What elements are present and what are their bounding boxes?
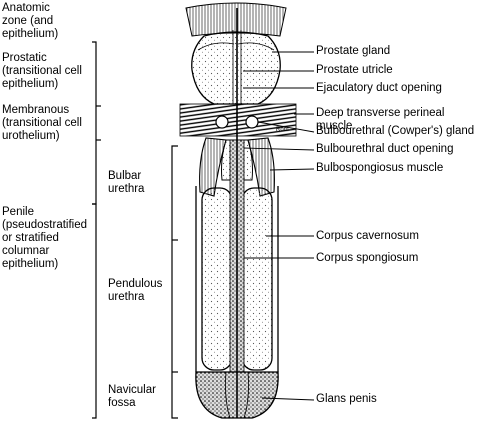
prostate-gland-shape bbox=[191, 31, 281, 105]
label-anatomic-zone: Anatomic zone (and epithelium) bbox=[2, 2, 59, 40]
label-glans-penis: Glans penis bbox=[316, 393, 377, 405]
urethra-lumen bbox=[232, 8, 242, 418]
label-bulbourethral-duct-opening: Bulbourethral duct opening bbox=[316, 143, 454, 155]
label-penile-zone: Penile (pseudostratified or stratified c… bbox=[2, 206, 88, 270]
label-navicular-fossa: Navicular fossa bbox=[108, 384, 156, 409]
shaft-outline bbox=[195, 186, 279, 372]
label-prostatic-zone: Prostatic (transitional cell epithelium) bbox=[2, 52, 82, 90]
bladder-neck bbox=[185, 2, 287, 37]
corpus-cavernosum-shape bbox=[201, 187, 273, 371]
label-prostate-gland: Prostate gland bbox=[316, 45, 391, 57]
label-ejaculatory-duct-opening: Ejaculatory duct opening bbox=[316, 82, 442, 94]
label-deep-transverse-perineal-muscle: Deep transverse perineal muscle bbox=[316, 107, 445, 132]
deep-transverse-perineal-muscle-shape: Rom bbox=[179, 103, 297, 137]
label-corpus-cavernosum: Corpus cavernosum bbox=[316, 230, 419, 242]
label-corpus-spongiosum: Corpus spongiosum bbox=[316, 252, 419, 264]
label-prostate-utricle: Prostate utricle bbox=[316, 64, 393, 76]
artist-signature: Rom bbox=[276, 127, 289, 133]
label-bulbar-urethra: Bulbar urethra bbox=[108, 170, 145, 195]
label-membranous-zone: Membranous (transitional cell urothelium… bbox=[2, 104, 82, 142]
zone-brackets bbox=[92, 41, 178, 419]
label-bulbospongiosus-muscle: Bulbospongiosus muscle bbox=[316, 162, 444, 174]
leader-lines bbox=[243, 51, 315, 401]
label-pendulous-urethra: Pendulous urethra bbox=[108, 278, 163, 303]
label-bulbourethral-gland: Bulbourethral (Cowper's) gland bbox=[316, 125, 475, 137]
